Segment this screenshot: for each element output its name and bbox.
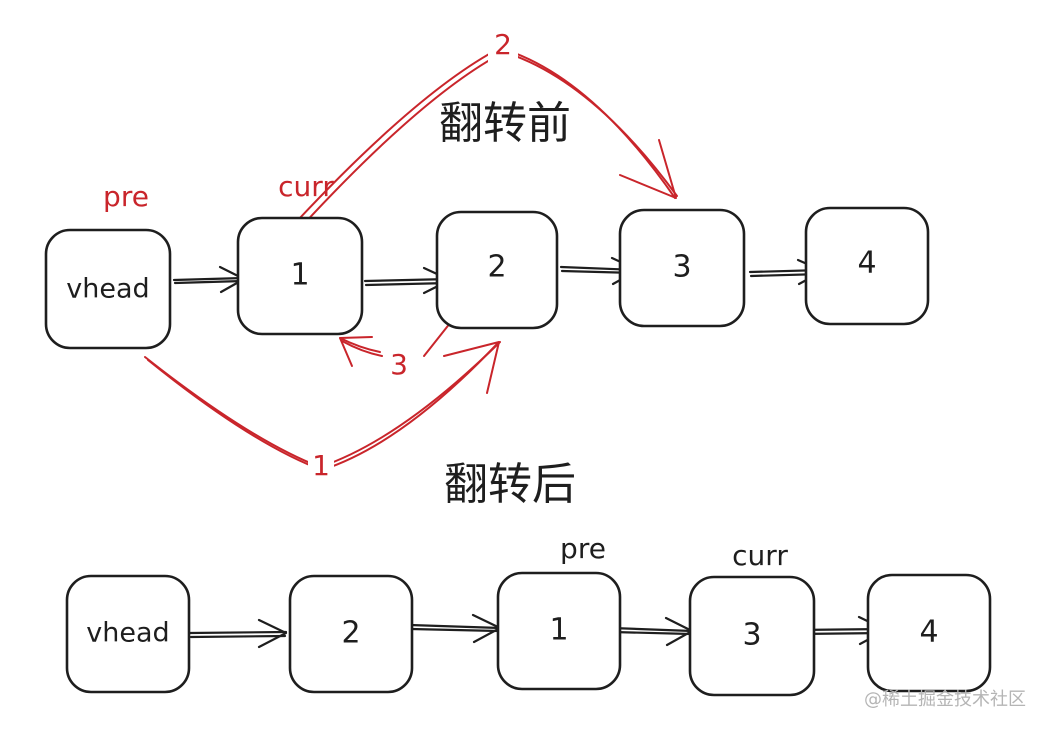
step-label-1: 1 bbox=[308, 449, 334, 482]
watermark: @稀土掘金技术社区 bbox=[864, 689, 1026, 710]
svg-text:1: 1 bbox=[312, 449, 330, 482]
node-label: 2 bbox=[487, 250, 506, 285]
node-label: 1 bbox=[549, 613, 568, 648]
node-label: 3 bbox=[742, 618, 761, 653]
node-label: 4 bbox=[857, 246, 876, 281]
node-label: vhead bbox=[86, 618, 169, 649]
bottom-node-3: 3 bbox=[688, 575, 816, 697]
bottom-node-2: 2 bbox=[288, 574, 414, 694]
bottom-pointer-curr: curr bbox=[732, 539, 788, 572]
heading-after: 翻转后 bbox=[444, 459, 576, 510]
bottom-link-1-3 bbox=[610, 616, 694, 647]
bottom-node-1: 1 bbox=[496, 571, 622, 691]
top-pointer-pre: pre bbox=[103, 180, 149, 213]
top-node-vhead: vhead bbox=[44, 228, 172, 350]
top-pointer-curr: curr bbox=[278, 170, 334, 203]
node-label: 3 bbox=[672, 250, 691, 285]
top-node-2: 2 bbox=[435, 210, 559, 330]
top-node-1: 1 bbox=[236, 216, 364, 336]
node-label: 2 bbox=[341, 616, 360, 651]
bottom-pointer-pre: pre bbox=[560, 532, 606, 565]
node-label: 4 bbox=[919, 615, 938, 650]
top-node-4: 4 bbox=[804, 206, 930, 326]
top-node-3: 3 bbox=[618, 208, 746, 328]
top-link-vhead-1 bbox=[172, 265, 246, 294]
heading-before: 翻转前 bbox=[439, 98, 571, 149]
bottom-link-vhead-2 bbox=[188, 618, 288, 649]
step-label-3: 3 bbox=[390, 348, 408, 381]
step-label-2: 2 bbox=[488, 28, 518, 64]
svg-text:2: 2 bbox=[494, 28, 512, 61]
bottom-node-vhead: vhead bbox=[65, 574, 191, 694]
node-label: 1 bbox=[290, 258, 309, 293]
svg-text:3: 3 bbox=[390, 348, 408, 381]
node-label: vhead bbox=[66, 274, 149, 305]
bottom-node-4: 4 bbox=[866, 573, 992, 693]
bottom-link-2-1 bbox=[408, 613, 502, 644]
